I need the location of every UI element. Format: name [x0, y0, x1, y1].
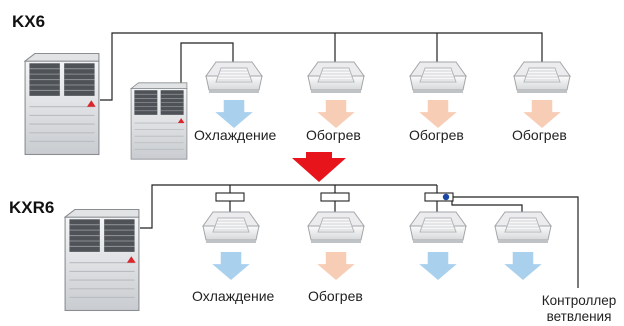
transition-arrow [292, 152, 346, 182]
kxr6-indoor-unit-1 [202, 211, 260, 244]
kxr6-heating-arrow-2 [317, 252, 355, 280]
kxr6-cooling-arrow-1 [212, 252, 250, 280]
kx6-outdoor-unit-small [130, 82, 188, 160]
kxr6-mode-label-2: Обогрев [308, 288, 363, 304]
kx6-pipe-b [180, 42, 234, 85]
kxr6-branch-4 [451, 201, 523, 212]
kx6-outdoor-unit-large [24, 52, 100, 156]
kxr6-controller-line [446, 196, 579, 288]
kx6-cooling-arrow-1 [215, 100, 253, 128]
kx6-indoor-unit-2 [307, 61, 365, 94]
kxr6-indoor-unit-2 [307, 211, 365, 244]
kx6-system-label: KX6 [12, 12, 46, 31]
kx6-mode-label-4: Обогрев [512, 127, 567, 143]
kx6-indoor-unit-1 [205, 61, 263, 94]
kx6-heating-arrow-3 [419, 100, 457, 128]
branch-controller-label-line2: ветвления [546, 309, 612, 324]
kxr6-main-pipe [140, 184, 437, 229]
kx6-pipes [100, 32, 543, 101]
kxr6-indoor-unit-3 [409, 211, 467, 244]
kxr6-cooling-arrow-4 [504, 252, 542, 280]
kxr6-mode-label-1: Охлаждение [192, 288, 275, 304]
kxr6-indoor-unit-4 [494, 211, 552, 244]
kxr6-pipes [140, 184, 579, 288]
branch-controller-label: Контроллер ветвления [535, 293, 623, 325]
kxr6-outdoor-unit [64, 208, 140, 312]
kxr6-cooling-arrow-3 [419, 252, 457, 280]
branch-box-1 [215, 192, 245, 202]
branch-controller-dot [442, 193, 450, 201]
kx6-pipe-a [100, 32, 543, 101]
branch-controller-box [424, 192, 454, 202]
branch-controller-label-line1: Контроллер [541, 293, 617, 308]
branch-box-2 [320, 192, 350, 202]
kx6-indoor-unit-4 [513, 61, 571, 94]
kx6-heating-arrow-2 [317, 100, 355, 128]
kx6-mode-label-1: Охлаждение [194, 127, 277, 143]
kx6-indoor-unit-3 [409, 61, 467, 94]
kx6-mode-label-2: Обогрев [306, 127, 361, 143]
kx6-mode-label-3: Обогрев [409, 127, 464, 143]
kxr6-system-label: KXR6 [9, 198, 55, 217]
kx6-heating-arrow-4 [523, 100, 561, 128]
